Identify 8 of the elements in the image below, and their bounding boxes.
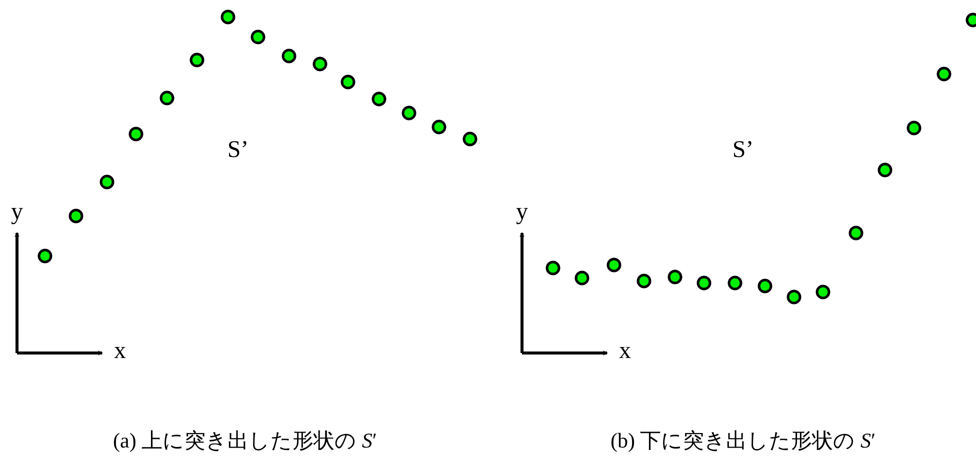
axis-label: y — [516, 200, 528, 224]
caption: (a) 上に突き出した形状の S′ — [113, 430, 377, 452]
shape-label: S’ — [732, 138, 754, 162]
axis-label: y — [11, 200, 23, 224]
axis-label: x — [619, 339, 631, 363]
shape-label: S’ — [227, 138, 249, 162]
axis-label: x — [114, 339, 126, 363]
caption: (b) 下に突き出した形状の S′ — [610, 430, 876, 452]
